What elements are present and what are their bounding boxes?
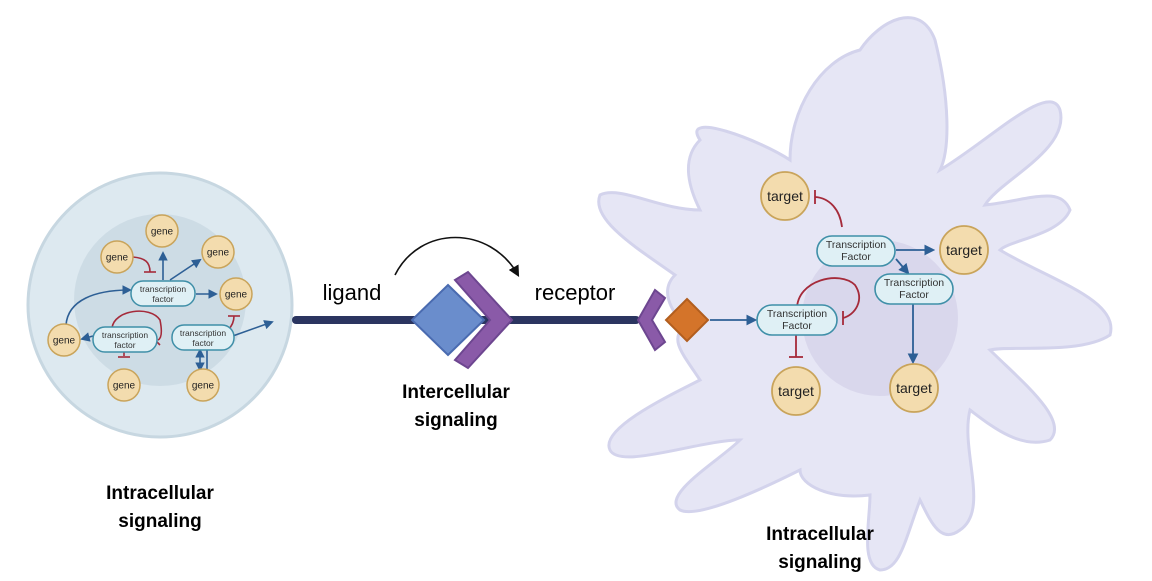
tf-label: transcription bbox=[180, 328, 227, 338]
right-transcription-factor: Transcription Factor bbox=[874, 273, 954, 305]
tf-label: factor bbox=[114, 340, 135, 350]
intercellular-signaling: ligand receptor Intercellular signaling bbox=[292, 236, 640, 431]
receptor-label: receptor bbox=[535, 280, 616, 305]
tf-label: Factor bbox=[782, 320, 812, 332]
right-caption-line1: Intracellular bbox=[766, 524, 874, 545]
target-label: target bbox=[896, 380, 932, 396]
right-ligand-shape bbox=[664, 297, 710, 343]
ligand-shape bbox=[410, 283, 486, 357]
left-gene: gene bbox=[219, 277, 253, 311]
left-gene: gene bbox=[47, 323, 81, 357]
left-gene-label: gene bbox=[207, 248, 230, 259]
middle-caption-line2: signaling bbox=[414, 410, 497, 431]
left-gene-label: gene bbox=[113, 381, 136, 392]
right-cell: target target target target Transcriptio… bbox=[597, 16, 1113, 573]
middle-caption-line1: Intercellular bbox=[402, 382, 510, 403]
tf-label: Factor bbox=[899, 289, 929, 301]
right-target: target bbox=[889, 363, 939, 413]
tf-label: factor bbox=[152, 294, 173, 304]
left-gene: gene bbox=[201, 235, 235, 269]
left-gene: gene bbox=[186, 368, 220, 402]
tf-label: Transcription bbox=[826, 239, 886, 251]
receptor-shape bbox=[453, 270, 514, 370]
right-caption-line2: signaling bbox=[778, 552, 861, 573]
tf-label: transcription bbox=[140, 284, 187, 294]
binding-arrow bbox=[394, 236, 520, 277]
left-gene-label: gene bbox=[53, 336, 76, 347]
target-label: target bbox=[767, 188, 803, 204]
right-target: target bbox=[771, 366, 821, 416]
tf-label: Transcription bbox=[884, 277, 944, 289]
left-gene-label: gene bbox=[106, 253, 129, 264]
tf-label: Transcription bbox=[767, 308, 827, 320]
right-cell-edges bbox=[710, 190, 936, 365]
left-transcription-factor: transcription factor bbox=[171, 324, 235, 351]
ligand-label: ligand bbox=[323, 280, 382, 305]
tf-label: factor bbox=[192, 338, 213, 348]
right-target: target bbox=[760, 171, 810, 221]
left-cell: gene gene gene gene gene gene gene bbox=[26, 171, 294, 532]
right-transcription-factor: Transcription Factor bbox=[816, 235, 896, 267]
left-gene-label: gene bbox=[151, 227, 174, 238]
left-gene-label: gene bbox=[192, 381, 215, 392]
tf-label: Factor bbox=[841, 251, 871, 263]
left-gene-label: gene bbox=[225, 290, 248, 301]
left-caption-line2: signaling bbox=[118, 511, 201, 532]
tf-label: transcription bbox=[102, 330, 149, 340]
left-cell-edges bbox=[65, 251, 274, 372]
target-label: target bbox=[778, 383, 814, 399]
right-receptor-shape bbox=[636, 288, 667, 352]
left-transcription-factor: transcription factor bbox=[92, 326, 158, 353]
right-target: target bbox=[939, 225, 989, 275]
left-gene: gene bbox=[107, 368, 141, 402]
right-transcription-factor: Transcription Factor bbox=[756, 304, 838, 336]
left-transcription-factor: transcription factor bbox=[130, 280, 196, 307]
left-gene: gene bbox=[145, 214, 179, 248]
target-label: target bbox=[946, 242, 982, 258]
left-gene: gene bbox=[100, 240, 134, 274]
left-caption-line1: Intracellular bbox=[106, 483, 214, 504]
